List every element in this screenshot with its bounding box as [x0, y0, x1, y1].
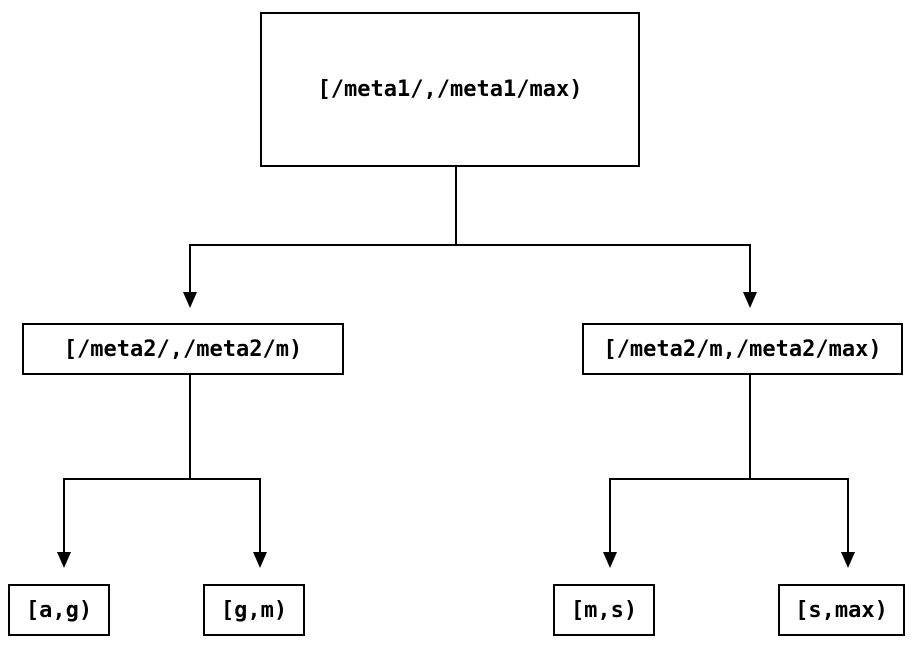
edge-meta2high-to-children	[603, 375, 855, 568]
arrowhead-icon	[743, 292, 757, 308]
arrowhead-icon	[841, 552, 855, 568]
node-meta2-low: [/meta2/,/meta2/m)	[22, 323, 344, 375]
edge-meta2low-branch	[63, 478, 261, 553]
edge-root-to-children	[183, 167, 757, 308]
arrowhead-icon	[253, 552, 267, 568]
node-meta2-high-label: [/meta2/m,/meta2/max)	[603, 336, 882, 362]
node-meta2-high: [/meta2/m,/meta2/max)	[582, 323, 903, 375]
node-leaf-a-g: [a,g)	[8, 584, 110, 636]
node-leaf-s-max-label: [s,max)	[795, 597, 888, 623]
node-root: [/meta1/,/meta1/max)	[260, 12, 640, 167]
arrowhead-icon	[603, 552, 617, 568]
node-leaf-g-m-label: [g,m)	[220, 597, 288, 623]
node-leaf-g-m: [g,m)	[203, 584, 305, 636]
arrowhead-icon	[57, 552, 71, 568]
arrowhead-icon	[183, 292, 197, 308]
node-leaf-s-max: [s,max)	[778, 584, 905, 636]
node-leaf-m-s-label: [m,s)	[570, 597, 638, 623]
edge-root-branch	[189, 244, 751, 293]
edge-meta2high-branch	[609, 478, 849, 553]
node-leaf-m-s: [m,s)	[553, 584, 655, 636]
node-meta2-low-label: [/meta2/,/meta2/m)	[63, 336, 303, 362]
node-root-label: [/meta1/,/meta1/max)	[317, 77, 583, 102]
edge-meta2low-to-children	[57, 375, 267, 568]
node-leaf-a-g-label: [a,g)	[25, 597, 93, 623]
